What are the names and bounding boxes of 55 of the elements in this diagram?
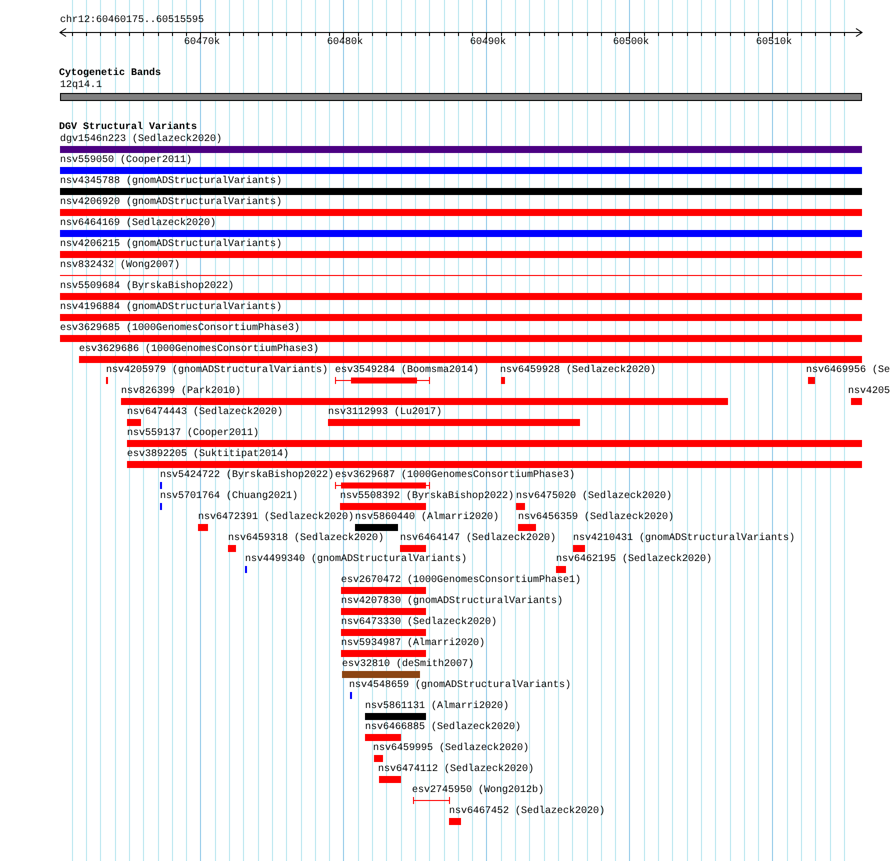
variant-label: nsv6474443 (Sedlazeck2020) <box>127 407 284 418</box>
variant-label: nsv6459995 (Sedlazeck2020) <box>373 743 530 754</box>
band-label: 12q14.1 <box>60 80 102 91</box>
tick-label: 60500k <box>613 37 650 48</box>
variant-label: nsv826399 (Park2010) <box>121 386 242 397</box>
variant-label: nsv6464147 (Sedlazeck2020) <box>400 533 556 544</box>
variant-label: nsv4196884 (gnomADStructuralVariants) <box>60 302 282 313</box>
variant-label: nsv559137 (Cooper2011) <box>127 428 260 439</box>
variant-label: esv3629686 (1000GenomesConsortiumPhase3) <box>79 344 320 355</box>
variant-label: nsv6462195 (Sedlazeck2020) <box>556 554 712 565</box>
variant-label: nsv5424722 (ByrskaBishop2022) <box>160 470 334 481</box>
variant-label: nsv6472391 (Sedlazeck2020) <box>198 512 354 523</box>
variant-label: nsv3112993 (Lu2017) <box>328 407 442 418</box>
variant-label: nsv6459318 (Sedlazeck2020) <box>228 533 384 544</box>
variant-label: nsv6466885 (Sedlazeck2020) <box>365 722 522 733</box>
variant-label: esv32810 (deSmith2007) <box>342 659 474 670</box>
tick-label: 60470k <box>184 37 220 48</box>
variant-label: nsv6456359 (Sedlazeck2020) <box>518 512 674 523</box>
variant-label: nsv6474112 (Sedlazeck2020) <box>378 764 534 775</box>
variant-label: nsv5509684 (ByrskaBishop2022) <box>60 281 234 292</box>
variant-label: nsv6475020 (Sedlazeck2020) <box>516 491 672 502</box>
variant-label: esv2670472 (1000GenomesConsortiumPhase1) <box>341 575 582 586</box>
track-title: Cytogenetic Bands <box>59 68 162 79</box>
tick-label: 60510k <box>756 37 792 48</box>
variant-label: esv3629685 (1000GenomesConsortiumPhase3) <box>60 323 300 334</box>
variant-label: nsv4345788 (gnomADStructuralVariants) <box>60 176 282 187</box>
variant-label: nsv5508392 (ByrskaBishop2022) <box>340 491 514 502</box>
track-title: DGV Structural Variants <box>59 122 198 133</box>
variant-label: nsv6464169 (Sedlazeck2020) <box>60 218 216 229</box>
variant-label: nsv6459928 (Sedlazeck2020) <box>500 365 656 376</box>
variant-label: nsv5934987 (Almarri2020) <box>341 638 486 649</box>
variant-label: nsv4206920 (gnomADStructuralVariants) <box>60 197 282 208</box>
variant-label: nsv832432 (Wong2007) <box>60 260 180 271</box>
variant-label: nsv4210431 (gnomADStructuralVariants) <box>573 533 796 544</box>
tick-label: 60480k <box>327 37 364 48</box>
axis-label: chr12:60460175..60515595 <box>60 15 204 26</box>
variant-label: esv3892205 (Suktitipat2014) <box>127 449 290 460</box>
variant-label: nsv6467452 (Sedlazeck2020) <box>449 806 606 817</box>
variant-label: nsv5860440 (Almarri2020) <box>355 512 500 523</box>
variant-label: nsv4205 <box>848 386 890 397</box>
variant-label: esv3629687 (1000GenomesConsortiumPhase3) <box>335 470 576 481</box>
variant-label: nsv4206215 (gnomADStructuralVariants) <box>60 239 282 250</box>
tick-label: 60490k <box>470 37 506 48</box>
variant-label: esv3549284 (Boomsma2014) <box>335 365 480 376</box>
variant-label: nsv559050 (Cooper2011) <box>60 155 192 166</box>
variant-label: esv2745950 (Wong2012b) <box>412 785 544 796</box>
variant-label: nsv4205979 (gnomADStructuralVariants) <box>106 365 328 376</box>
variant-label: nsv6473330 (Sedlazeck2020) <box>341 617 498 628</box>
variant-label: nsv5701764 (Chuang2021) <box>160 491 298 502</box>
variant-label: nsv4499340 (gnomADStructuralVariants) <box>245 554 468 565</box>
variant-label: nsv6469956 (Se <box>806 365 890 376</box>
variant-label: nsv4207830 (gnomADStructuralVariants) <box>341 596 564 607</box>
variant-label: nsv4548659 (gnomADStructuralVariants) <box>349 680 572 691</box>
variant-label: dgv1546n223 (Sedlazeck2020) <box>60 134 222 145</box>
variant-label: nsv5861131 (Almarri2020) <box>365 701 510 712</box>
